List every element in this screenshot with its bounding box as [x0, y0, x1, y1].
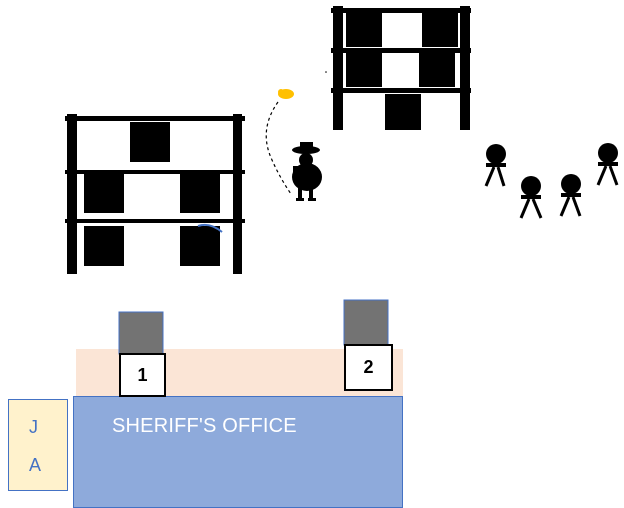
sheriffs-office-building: SHERIFF'S OFFICE: [73, 396, 403, 508]
sheriff-figure-icon: [292, 142, 322, 201]
shelving-unit-right-icon: [331, 6, 471, 130]
office-label: SHERIFF'S OFFICE: [112, 415, 297, 438]
sun-icon: [278, 89, 294, 99]
post-2: [344, 300, 388, 345]
jail-box: J A: [8, 399, 68, 491]
jail-letter-a: A: [29, 455, 41, 476]
shelving-unit-left-icon: [65, 114, 245, 274]
outlaw-figure-icon: [486, 144, 506, 186]
door-number-2: 2: [344, 344, 393, 391]
sun-path-arc: [266, 102, 291, 194]
outlaw-figure-icon: [598, 143, 618, 185]
outlaw-figure-icon: [561, 174, 581, 216]
door-number-1: 1: [119, 353, 166, 397]
post-1: [119, 312, 163, 354]
jail-letter-j: J: [29, 417, 38, 438]
outlaw-figure-icon: [521, 176, 541, 218]
